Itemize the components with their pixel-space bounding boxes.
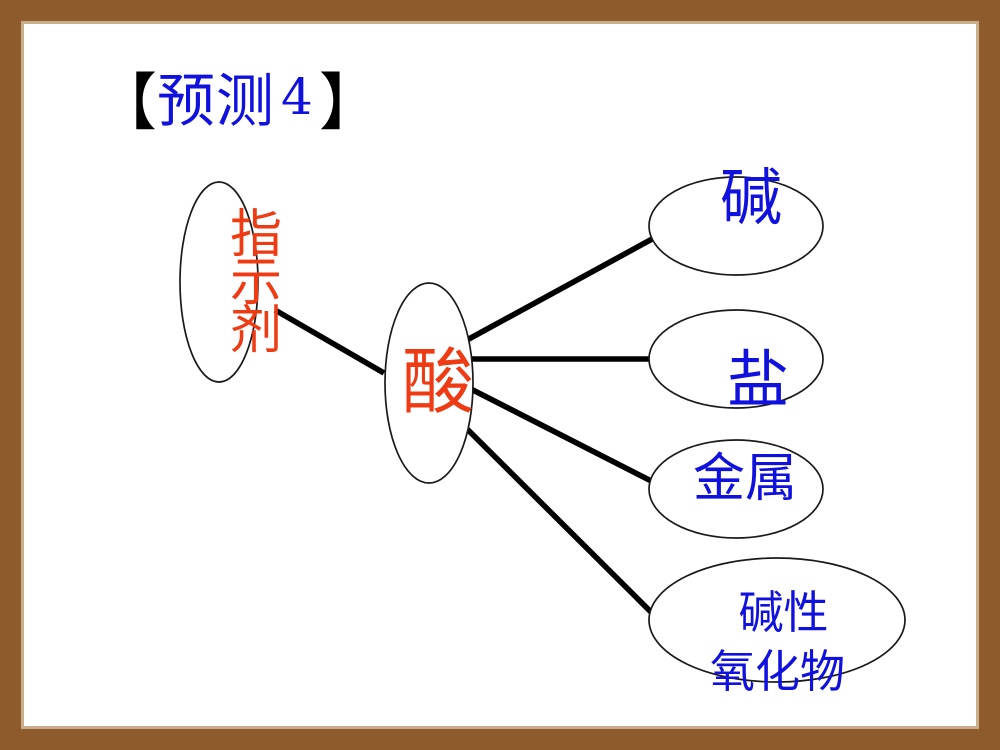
connector-group bbox=[273, 229, 667, 622]
edge-acid-to-basic-oxide bbox=[452, 414, 661, 622]
node-ellipse-salt[interactable] bbox=[648, 309, 824, 409]
node-ellipse-metal[interactable] bbox=[648, 439, 824, 539]
node-ellipse-indicator[interactable] bbox=[179, 181, 259, 383]
concept-map-diagram bbox=[179, 176, 906, 683]
title-bracket-open: 【 bbox=[95, 66, 158, 139]
node-ellipse-base[interactable] bbox=[648, 176, 824, 276]
node-ellipse-basic-oxide[interactable] bbox=[648, 557, 906, 683]
edge-acid-to-base bbox=[465, 229, 667, 343]
title-bracket-close: 】 bbox=[318, 66, 381, 139]
title-number: 4 bbox=[281, 68, 313, 126]
title-text: 预测 bbox=[157, 67, 276, 135]
edge-acid-to-metal bbox=[463, 383, 663, 489]
node-ellipse-acid[interactable] bbox=[384, 282, 474, 484]
edge-indicator-to-acid bbox=[273, 307, 386, 376]
